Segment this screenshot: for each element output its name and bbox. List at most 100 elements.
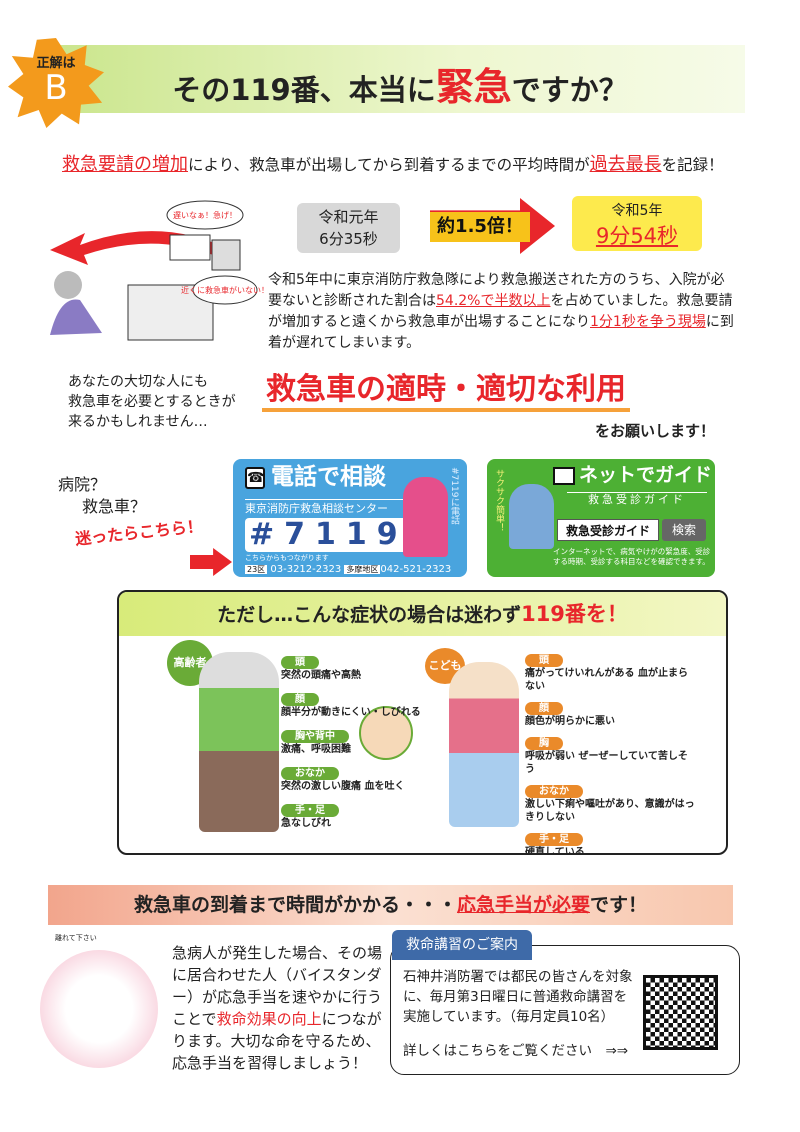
laptop-icon (553, 467, 575, 485)
net-card-title: ネットでガイド (579, 464, 713, 486)
badge-label: 正解は (36, 56, 76, 71)
course-more-link[interactable]: 詳しくはこちらをご覧ください ⇒⇒ (403, 1043, 629, 1059)
para-text: 令和5年中に東京消防庁救急隊により救急搬送された方のうち、入院が必要ないと診断さ… (268, 272, 725, 309)
left-line: 来るかもしれません… (68, 414, 208, 430)
search-input[interactable]: 救急受診ガイド (557, 519, 659, 541)
symptom-text: 顔半分が動きにくい・しびれる (281, 707, 421, 718)
para-highlight: 1分1秒を争う現場 (590, 314, 706, 330)
body-part-tag: おなか (281, 767, 339, 780)
text-line: ります。大切な命を守るため、 (172, 1032, 381, 1050)
band-post: です！ (590, 894, 648, 916)
before-box: 令和元年 6分35秒 (297, 203, 400, 253)
please-text: をお願いします！ (595, 422, 716, 440)
course-text: 石神井消防署では都民の皆さんを対象に、毎月第3日曜日に普通救命講習を実施していま… (403, 967, 633, 1027)
before-year: 令和元年 (318, 208, 379, 226)
intro-highlight: 過去最長 (589, 154, 662, 175)
text-line: に居合わせた人（バイスタンダ (172, 966, 382, 984)
body-part-tag: 顔 (281, 693, 319, 706)
elderly-symptom-list: 頭突然の頭痛や高熱顔顔半分が動きにくい・しびれる胸や背中激痛、呼吸困難おなか突然… (281, 650, 431, 835)
header-band (40, 45, 745, 113)
symptom-text: 呼吸が弱い ぜーぜーしていて苦しそう (525, 751, 688, 775)
para-text: に到着が遅れてしまいます。 (268, 314, 734, 351)
net-desc: インターネットで、病気やけがの緊急度、受診する時期、受診する科目などを確認できま… (553, 547, 711, 566)
band-key: 応急手当が必要 (456, 894, 590, 916)
area-label: 多摩地区 (344, 565, 381, 574)
ambulance-illustration: 遅いなぁ！急げ！ 近くに救急車がいない！ (50, 200, 265, 341)
symptom-text: 急なしびれ (281, 818, 331, 829)
bubble-text-2: 近くに救急車がいない！ (181, 285, 265, 295)
text-line: ことで (172, 1010, 217, 1028)
intro-text: により、救急車が出場してから到着するまでの平均時間が (188, 156, 590, 174)
para-text: を占めていました。救急要請が増加すると遠くから救急車が出場することになり (268, 293, 733, 330)
symptom-text: 突然の激しい腹痛 血を吐く (281, 781, 405, 792)
body-part-tag: 顔 (525, 702, 563, 715)
child-symptom-list: 頭痛がってけいれんがある 血が止まらない顔顔色が明らかに悪い胸呼吸が弱い ぜーぜ… (525, 648, 695, 855)
question-hospital: 病院？ (58, 475, 107, 494)
band-pre: 救急車の到着まで時間がかかる・・・ (133, 894, 457, 916)
arrow-right-icon (190, 548, 232, 576)
intro-highlight: 救急要請の増加 (62, 154, 188, 175)
phone-number: #7119 (245, 518, 412, 552)
intro-line: 救急要請の増加により、救急車が出場してから到着するまでの平均時間が過去最長を記録… (62, 150, 724, 176)
phone-consult-card[interactable]: ☎ 電話で相談 東京消防庁救急相談センター #7119 #7119に電話 こちら… (233, 459, 467, 577)
symptom-text: 硬直している (525, 847, 585, 855)
text-highlight: 救命効果の向上 (216, 1010, 322, 1028)
text-line: 急病人が発生した場合、その場 (172, 944, 383, 962)
elderly-face-illustration (359, 706, 413, 760)
text-line: に、毎月第3日曜日に普通救命講習を (403, 989, 628, 1005)
after-year: 令和5年 (611, 203, 663, 219)
left-line: あなたの大切な人にも (68, 374, 208, 390)
first-aid-text: 急病人が発生した場合、その場 に居合わせた人（バイスタンダ ー）が応急手当を速や… (172, 942, 382, 1074)
net-guide-card[interactable]: サクサク簡単！ ネットでガイド 救急受診ガイド 救急受診ガイド 検索 インターネ… (487, 459, 715, 577)
tel-23ku[interactable]: 03-3212-2323 (270, 564, 342, 575)
elderly-illustration (199, 652, 279, 832)
para-highlight: 54.2%で半数以上 (436, 293, 551, 309)
bubble-text-1: 遅いなぁ！急げ！ (173, 210, 237, 220)
woman-on-phone-illustration (403, 477, 448, 557)
illustration-caption: 離れて下さい (55, 934, 97, 942)
child-illustration (449, 662, 519, 827)
phone-card-title: 電話で相談 (271, 464, 386, 490)
area-label: 23区 (245, 565, 268, 574)
text-line: 実施しています。（毎月定員10名） (403, 1009, 615, 1025)
course-tab: 救命講習のご案内 (392, 930, 532, 960)
symptom-text: 激しい下痢や嘔吐があり、意識がはっきりしない (525, 799, 695, 823)
symptoms-heading: ただし…こんな症状の場合は迷わず119番を！ (119, 592, 726, 636)
badge-letter: B (44, 68, 68, 108)
first-aid-band: 救急車の到着まで時間がかかる・・・応急手当が必要です！ (48, 885, 733, 925)
body-part-tag: 手・足 (525, 833, 583, 846)
intro-text: を記録！ (661, 156, 724, 174)
search-button[interactable]: 検索 (662, 519, 706, 541)
question-here: 迷ったらこちら！ (74, 516, 204, 549)
before-time: 6分35秒 (319, 230, 378, 248)
heading-pre: ただし…こんな症状の場合は迷わず (217, 604, 522, 626)
boy-tablet-illustration (509, 484, 554, 549)
text-line: ー）が応急手当を速やかに行う (172, 988, 383, 1006)
symptom-text: 痛がってけいれんがある 血が止まらない (525, 668, 688, 692)
left-line: 救急車を必要とするときが (68, 394, 236, 410)
symptom-text: 激痛、呼吸困難 (281, 744, 351, 755)
text-line: 応急手当を習得しましょう！ (172, 1054, 368, 1072)
text-line: 石神井消防署では都民の皆さんを対象 (403, 969, 633, 985)
phone-note: こちらからもつながります (245, 554, 329, 562)
symptom-text: 顔色が明らかに悪い (525, 716, 615, 727)
body-part-tag: 胸 (525, 737, 563, 750)
title-pre: その119番、本当に (172, 73, 436, 107)
ratio: 約1.5倍！ (430, 212, 530, 242)
tel-tama[interactable]: 042-521-2323 (380, 564, 452, 575)
page-title: その119番、本当に緊急ですか？ (140, 56, 660, 111)
body-part-tag: 頭 (281, 656, 319, 669)
qr-code[interactable] (643, 975, 718, 1050)
first-aid-illustration (40, 950, 158, 1068)
symptom-text: 突然の頭痛や高熱 (281, 670, 361, 681)
body-part-tag: 頭 (525, 654, 563, 667)
text-line: につなが (321, 1010, 382, 1028)
body-part-tag: 手・足 (281, 804, 339, 817)
title-post: ですか？ (511, 73, 628, 107)
net-vertical-text: サクサク簡単！ (494, 469, 504, 532)
phone-vertical-text: #7119に電話 (449, 467, 459, 525)
body-part-tag: おなか (525, 785, 583, 798)
after-time: 9分54秒 (595, 224, 679, 248)
symptoms-box: ただし…こんな症状の場合は迷わず119番を！ 高齢者 頭突然の頭痛や高熱顔顔半分… (117, 590, 728, 855)
main-heading: 救急車の適時・適切な利用 (262, 372, 630, 412)
